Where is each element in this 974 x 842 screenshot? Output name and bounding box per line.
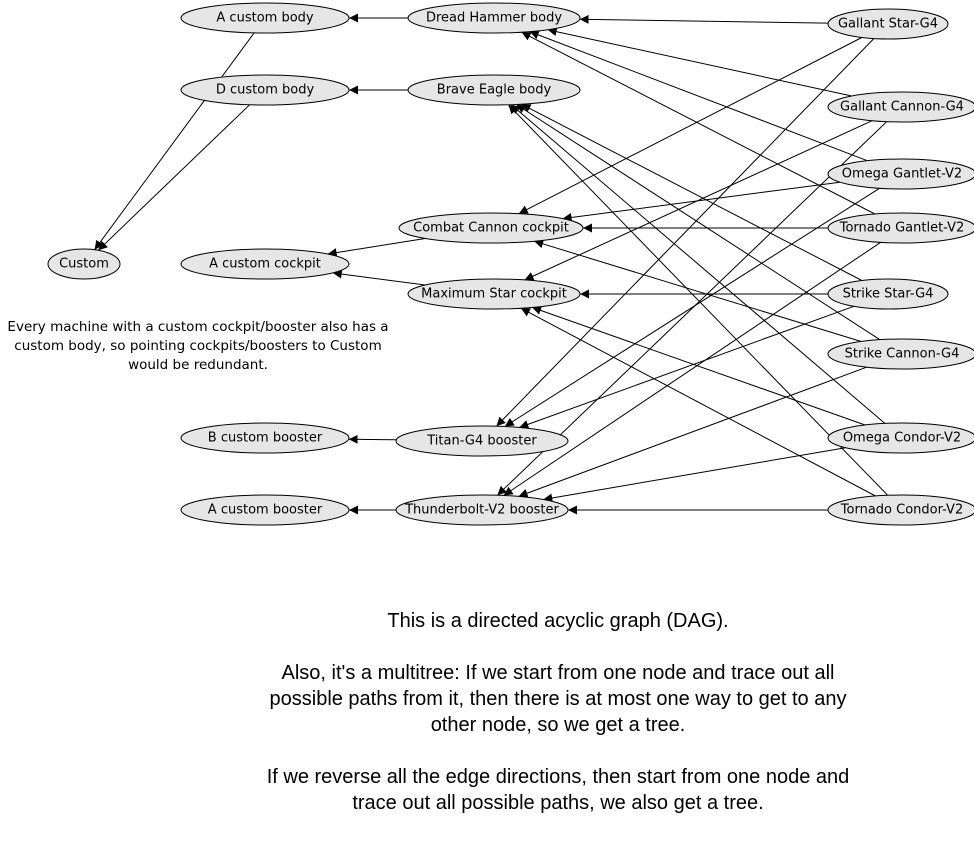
edge-tornado-condor-to-brave-eagle <box>508 104 889 496</box>
edge-tornado-condor-to-maximum-star <box>520 307 876 497</box>
side-note: Every machine with a custom cockpit/boos… <box>7 319 389 373</box>
bottom-note-paragraph-1: This is a directed acyclic graph (DAG). <box>387 610 729 632</box>
node-label: A custom booster <box>208 503 323 518</box>
edge-tornado-gantlet-to-dread-hammer <box>521 31 876 215</box>
node-shape <box>180 248 350 280</box>
node-label: D custom body <box>216 83 315 98</box>
node-label: Dread Hammer body <box>426 11 562 26</box>
node-d-body: D custom body <box>180 74 350 106</box>
node-shape <box>180 422 350 454</box>
node-shape <box>398 212 584 244</box>
edge-omega-condor-to-brave-eagle <box>510 104 886 424</box>
edge-tornado-gantlet-to-thunderbolt <box>503 241 881 496</box>
edge-gallant-star-to-titan <box>496 38 875 427</box>
node-strike-cannon: Strike Cannon-G4 <box>827 338 974 370</box>
node-label: Custom <box>59 257 109 272</box>
node-label: Tornado Gantlet-V2 <box>839 221 965 236</box>
node-gallant-star: Gallant Star-G4 <box>827 8 949 40</box>
node-label: Brave Eagle body <box>437 83 552 98</box>
node-a-booster: A custom booster <box>180 494 350 526</box>
edge-d-body-to-custom <box>97 104 251 251</box>
node-shape <box>407 74 581 106</box>
node-label: Combat Cannon cockpit <box>413 221 569 236</box>
node-label: Omega Gantlet-V2 <box>842 167 962 182</box>
node-tornado-gantlet: Tornado Gantlet-V2 <box>827 212 974 244</box>
node-titan: Titan-G4 booster <box>395 425 569 457</box>
node-combat-cannon: Combat Cannon cockpit <box>398 212 584 244</box>
edge-gallant-star-to-dread-hammer <box>579 14 829 24</box>
edge-omega-condor-to-maximum-star <box>531 306 866 426</box>
edge-gallant-cannon-to-thunderbolt <box>497 121 888 496</box>
node-a-body: A custom body <box>180 2 350 34</box>
edge-strike-cannon-to-brave-eagle <box>516 104 881 341</box>
edge-a-body-to-custom <box>94 32 255 250</box>
edge-gallant-cannon-to-dread-hammer <box>547 27 852 97</box>
node-shape <box>180 2 350 34</box>
node-label: Strike Cannon-G4 <box>845 347 960 362</box>
node-shape <box>827 422 974 454</box>
node-strike-star: Strike Star-G4 <box>827 278 949 310</box>
node-shape <box>827 158 974 190</box>
node-tornado-condor: Tornado Condor-V2 <box>827 494 974 526</box>
node-omega-gantlet: Omega Gantlet-V2 <box>827 158 974 190</box>
node-shape <box>180 494 350 526</box>
node-shape <box>407 278 581 310</box>
node-shape <box>827 212 974 244</box>
node-shape <box>827 8 949 40</box>
edge-combat-cannon-to-a-cockpit <box>327 238 426 258</box>
node-shape <box>395 494 569 526</box>
node-shape <box>827 278 949 310</box>
node-label: Strike Star-G4 <box>843 287 934 302</box>
bottom-note: This is a directed acyclic graph (DAG). … <box>262 608 854 816</box>
node-label: Gallant Cannon-G4 <box>840 100 964 115</box>
node-label: A custom body <box>216 11 313 26</box>
node-label: Thunderbolt-V2 booster <box>404 503 559 518</box>
node-b-booster: B custom booster <box>180 422 350 454</box>
edge-strike-star-to-brave-eagle <box>521 103 863 281</box>
node-shape <box>395 425 569 457</box>
node-label: Gallant Star-G4 <box>838 17 938 32</box>
edge-gallant-star-to-combat-cannon <box>518 37 863 215</box>
edge-maximum-star-to-a-cockpit <box>332 269 426 286</box>
edge-omega-gantlet-to-combat-cannon <box>562 181 840 222</box>
edge-strike-star-to-titan <box>519 305 855 429</box>
node-maximum-star: Maximum Star cockpit <box>407 278 581 310</box>
node-brave-eagle: Brave Eagle body <box>407 74 581 106</box>
edges-layer <box>94 13 889 515</box>
node-dread-hammer: Dread Hammer body <box>407 2 581 34</box>
edge-omega-condor-to-thunderbolt <box>543 447 846 503</box>
node-shape <box>180 74 350 106</box>
node-shape <box>827 338 974 370</box>
node-shape <box>827 494 974 526</box>
node-label: A custom cockpit <box>209 257 321 272</box>
edge-strike-cannon-to-combat-cannon <box>534 239 862 342</box>
bottom-note-paragraph-3: If we reverse all the edge directions, t… <box>266 766 850 814</box>
node-thunderbolt: Thunderbolt-V2 booster <box>395 494 569 526</box>
bottom-note-paragraph-2: Also, it's a multitree: If we start from… <box>269 662 847 736</box>
node-gallant-cannon: Gallant Cannon-G4 <box>827 91 974 123</box>
node-omega-condor: Omega Condor-V2 <box>827 422 974 454</box>
node-shape <box>47 248 121 280</box>
edge-strike-cannon-to-thunderbolt <box>518 366 867 498</box>
node-label: Titan-G4 booster <box>426 434 537 449</box>
node-label: Maximum Star cockpit <box>421 287 567 302</box>
node-shape <box>407 2 581 34</box>
edge-omega-gantlet-to-dread-hammer <box>529 30 868 162</box>
node-label: Tornado Condor-V2 <box>840 503 963 518</box>
node-a-cockpit: A custom cockpit <box>180 248 350 280</box>
node-custom: Custom <box>47 248 121 280</box>
node-label: B custom booster <box>208 431 323 446</box>
node-shape <box>827 91 974 123</box>
edge-titan-to-b-booster <box>348 434 397 444</box>
node-label: Omega Condor-V2 <box>843 431 961 446</box>
